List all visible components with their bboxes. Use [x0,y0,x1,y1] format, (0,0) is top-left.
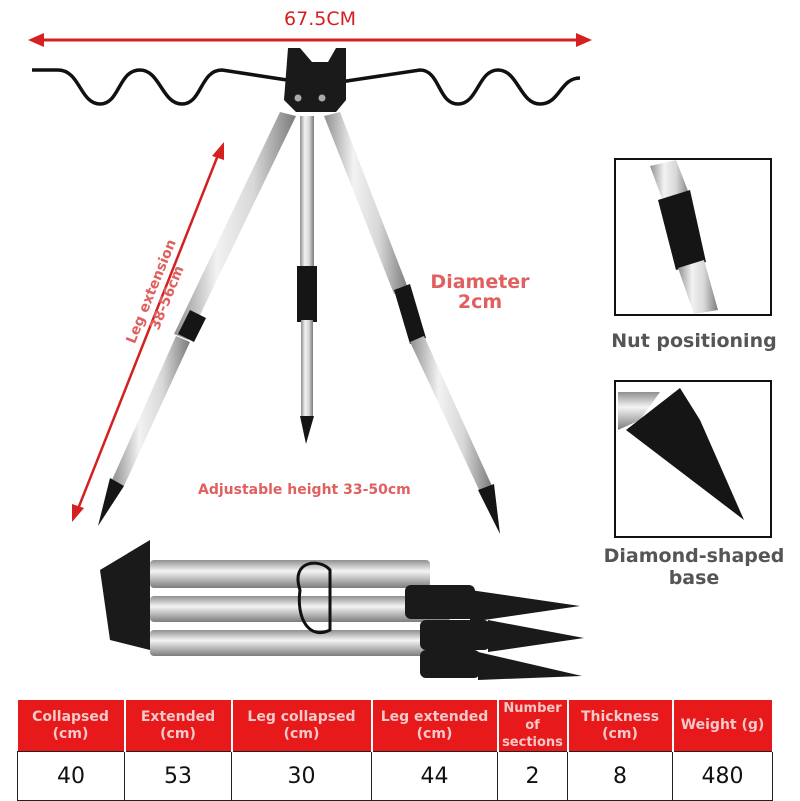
nut-positioning-caption: Nut positioning [611,330,777,352]
value-leg-collapsed: 30 [231,751,372,801]
specs-value-row: 40 53 30 44 2 8 480 [17,751,773,801]
diameter-value: 2cm [457,291,503,313]
value-leg-extended: 44 [371,751,498,801]
adjustable-height-label: Adjustable height 33-50cm [198,482,411,498]
specs-table: Collapsed (cm) Extended (cm) Leg collaps… [17,700,774,801]
rod-rest-wire [32,68,581,106]
header-collapsed: Collapsed (cm) [17,700,126,752]
header-leg-extended: Leg extended (cm) [371,700,499,752]
width-dimension-arrow [28,33,592,47]
tripod-head [284,48,346,112]
header-number-of-sections: Number of sections [497,700,569,752]
diamond-base-image [618,388,744,520]
value-weight: 480 [672,751,773,801]
header-leg-collapsed: Leg collapsed (cm) [231,700,373,752]
value-extended: 53 [124,751,232,801]
middle-leg [297,116,317,444]
nut-positioning-image [650,160,718,314]
diamond-base-inset [614,380,772,538]
value-thickness: 8 [567,751,673,801]
folded-tripod [100,540,584,680]
width-dimension-label: 67.5CM [284,8,356,30]
leg-extension-arrow [72,142,224,522]
left-leg [98,112,296,526]
nut-positioning-inset [614,158,772,316]
header-weight: Weight (g) [672,700,774,752]
value-number-of-sections: 2 [497,751,568,801]
diamond-base-caption: Diamond-shaped base [603,545,785,589]
right-leg [324,112,500,534]
diameter-label: Diameter 2cm [420,272,540,312]
header-extended: Extended (cm) [124,700,233,752]
specs-header-row: Collapsed (cm) Extended (cm) Leg collaps… [17,700,774,752]
value-collapsed: 40 [17,751,125,801]
diameter-title: Diameter [430,271,530,293]
header-thickness: Thickness (cm) [567,700,674,752]
